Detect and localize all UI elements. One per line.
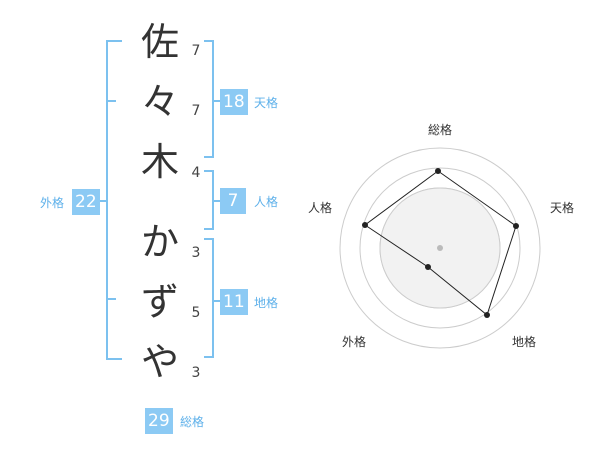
radar-point-gaikaku: [425, 264, 431, 270]
radar-point-jinkaku: [362, 222, 368, 228]
stroke-count-6: 3: [191, 365, 201, 381]
stroke-count-4: 3: [191, 245, 201, 261]
jinkaku-bracket-bottom: [204, 228, 214, 230]
radar-point-tenkaku: [513, 223, 519, 229]
tenkaku-bracket-vertical: [212, 40, 214, 158]
stroke-count-3: 4: [191, 165, 201, 181]
chikaku-score-badge: 11: [220, 289, 248, 315]
outer-bracket-bottom: [106, 358, 122, 360]
stroke-count-5: 5: [191, 305, 201, 321]
radar-label-tenkaku: 天格: [550, 200, 574, 215]
radar-polygon: [364, 170, 517, 316]
name-char-4: か: [140, 220, 179, 264]
jinkaku-label: 人格: [254, 195, 279, 209]
tenkaku-bracket-connector: [212, 100, 220, 102]
chikaku-bracket-bottom: [204, 356, 214, 358]
tenkaku-bracket-top: [204, 40, 214, 42]
outer-bracket-mid2: [106, 298, 116, 300]
stroke-count-1: 7: [191, 43, 201, 59]
outer-bracket-mid1: [106, 100, 116, 102]
soukaku-label: 総格: [180, 415, 205, 429]
outer-bracket-vertical: [106, 40, 108, 360]
gaikaku-label: 外格: [40, 196, 65, 210]
name-char-6: や: [140, 340, 179, 384]
outer-bracket-top: [106, 40, 122, 42]
outer-bracket-connector: [100, 200, 106, 202]
jinkaku-score-badge: 7: [220, 188, 246, 214]
name-char-3: 木: [140, 140, 179, 184]
radar-label-gaikaku: 外格: [342, 334, 366, 349]
chikaku-bracket-connector: [212, 300, 220, 302]
chikaku-bracket-top: [204, 238, 214, 240]
tenkaku-label: 天格: [254, 96, 279, 110]
tenkaku-bracket-bottom: [204, 156, 214, 158]
radar-label-chikaku: 地格: [512, 334, 536, 349]
jinkaku-bracket-top: [204, 170, 214, 172]
radar-center-dot: [437, 245, 443, 251]
name-char-2: 々: [140, 80, 179, 124]
radar-point-soukaku: [435, 168, 441, 174]
gaikaku-score-badge: 22: [72, 189, 100, 215]
radar-label-soukaku: 総格: [428, 122, 452, 137]
radar-chart: 総格 天格 地格 外格 人格: [308, 122, 574, 349]
chikaku-bracket-vertical: [212, 238, 214, 358]
radar-point-chikaku: [484, 312, 490, 318]
jinkaku-bracket-connector: [212, 200, 220, 202]
name-char-5: ず: [140, 280, 179, 324]
tenkaku-score-badge: 18: [220, 89, 248, 115]
radar-label-jinkaku: 人格: [308, 200, 332, 215]
radar-ring-5: [339, 147, 541, 349]
soukaku-score-badge: 29: [145, 408, 173, 434]
name-char-1: 佐: [140, 20, 179, 64]
stroke-count-2: 7: [191, 103, 201, 119]
chikaku-label: 地格: [254, 296, 279, 310]
radar-ring-4: [359, 167, 521, 329]
